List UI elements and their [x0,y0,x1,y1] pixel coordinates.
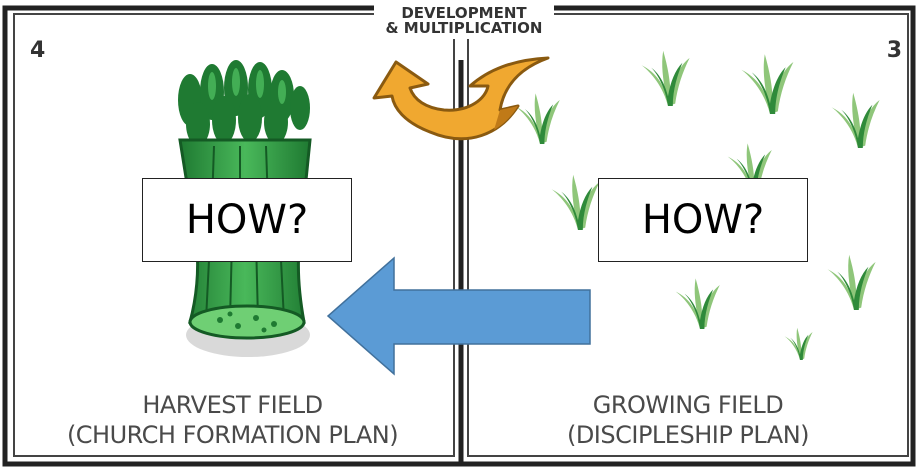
left-panel-border [13,13,455,457]
right-panel-number: 3 [886,38,902,63]
right-how-box: HOW? [598,178,808,262]
left-arrow-icon [326,256,591,376]
banner: DEVELOPMENT & MULTIPLICATION [374,4,554,39]
right-caption: GROWING FIELD (DISCIPLESHIP PLAN) [468,390,908,450]
banner-line-1: DEVELOPMENT [401,4,527,22]
right-subtitle: (DISCIPLESHIP PLAN) [566,421,810,449]
right-title: GROWING FIELD [592,391,784,419]
left-caption: HARVEST FIELD (CHURCH FORMATION PLAN) [10,390,455,450]
left-how-box: HOW? [142,178,352,262]
curved-arrow-icon [372,56,550,141]
left-panel-number: 4 [30,38,46,63]
right-panel-border [467,13,909,457]
banner-line-2: & MULTIPLICATION [385,19,543,37]
left-title: HARVEST FIELD [142,391,323,419]
left-subtitle: (CHURCH FORMATION PLAN) [66,421,399,449]
